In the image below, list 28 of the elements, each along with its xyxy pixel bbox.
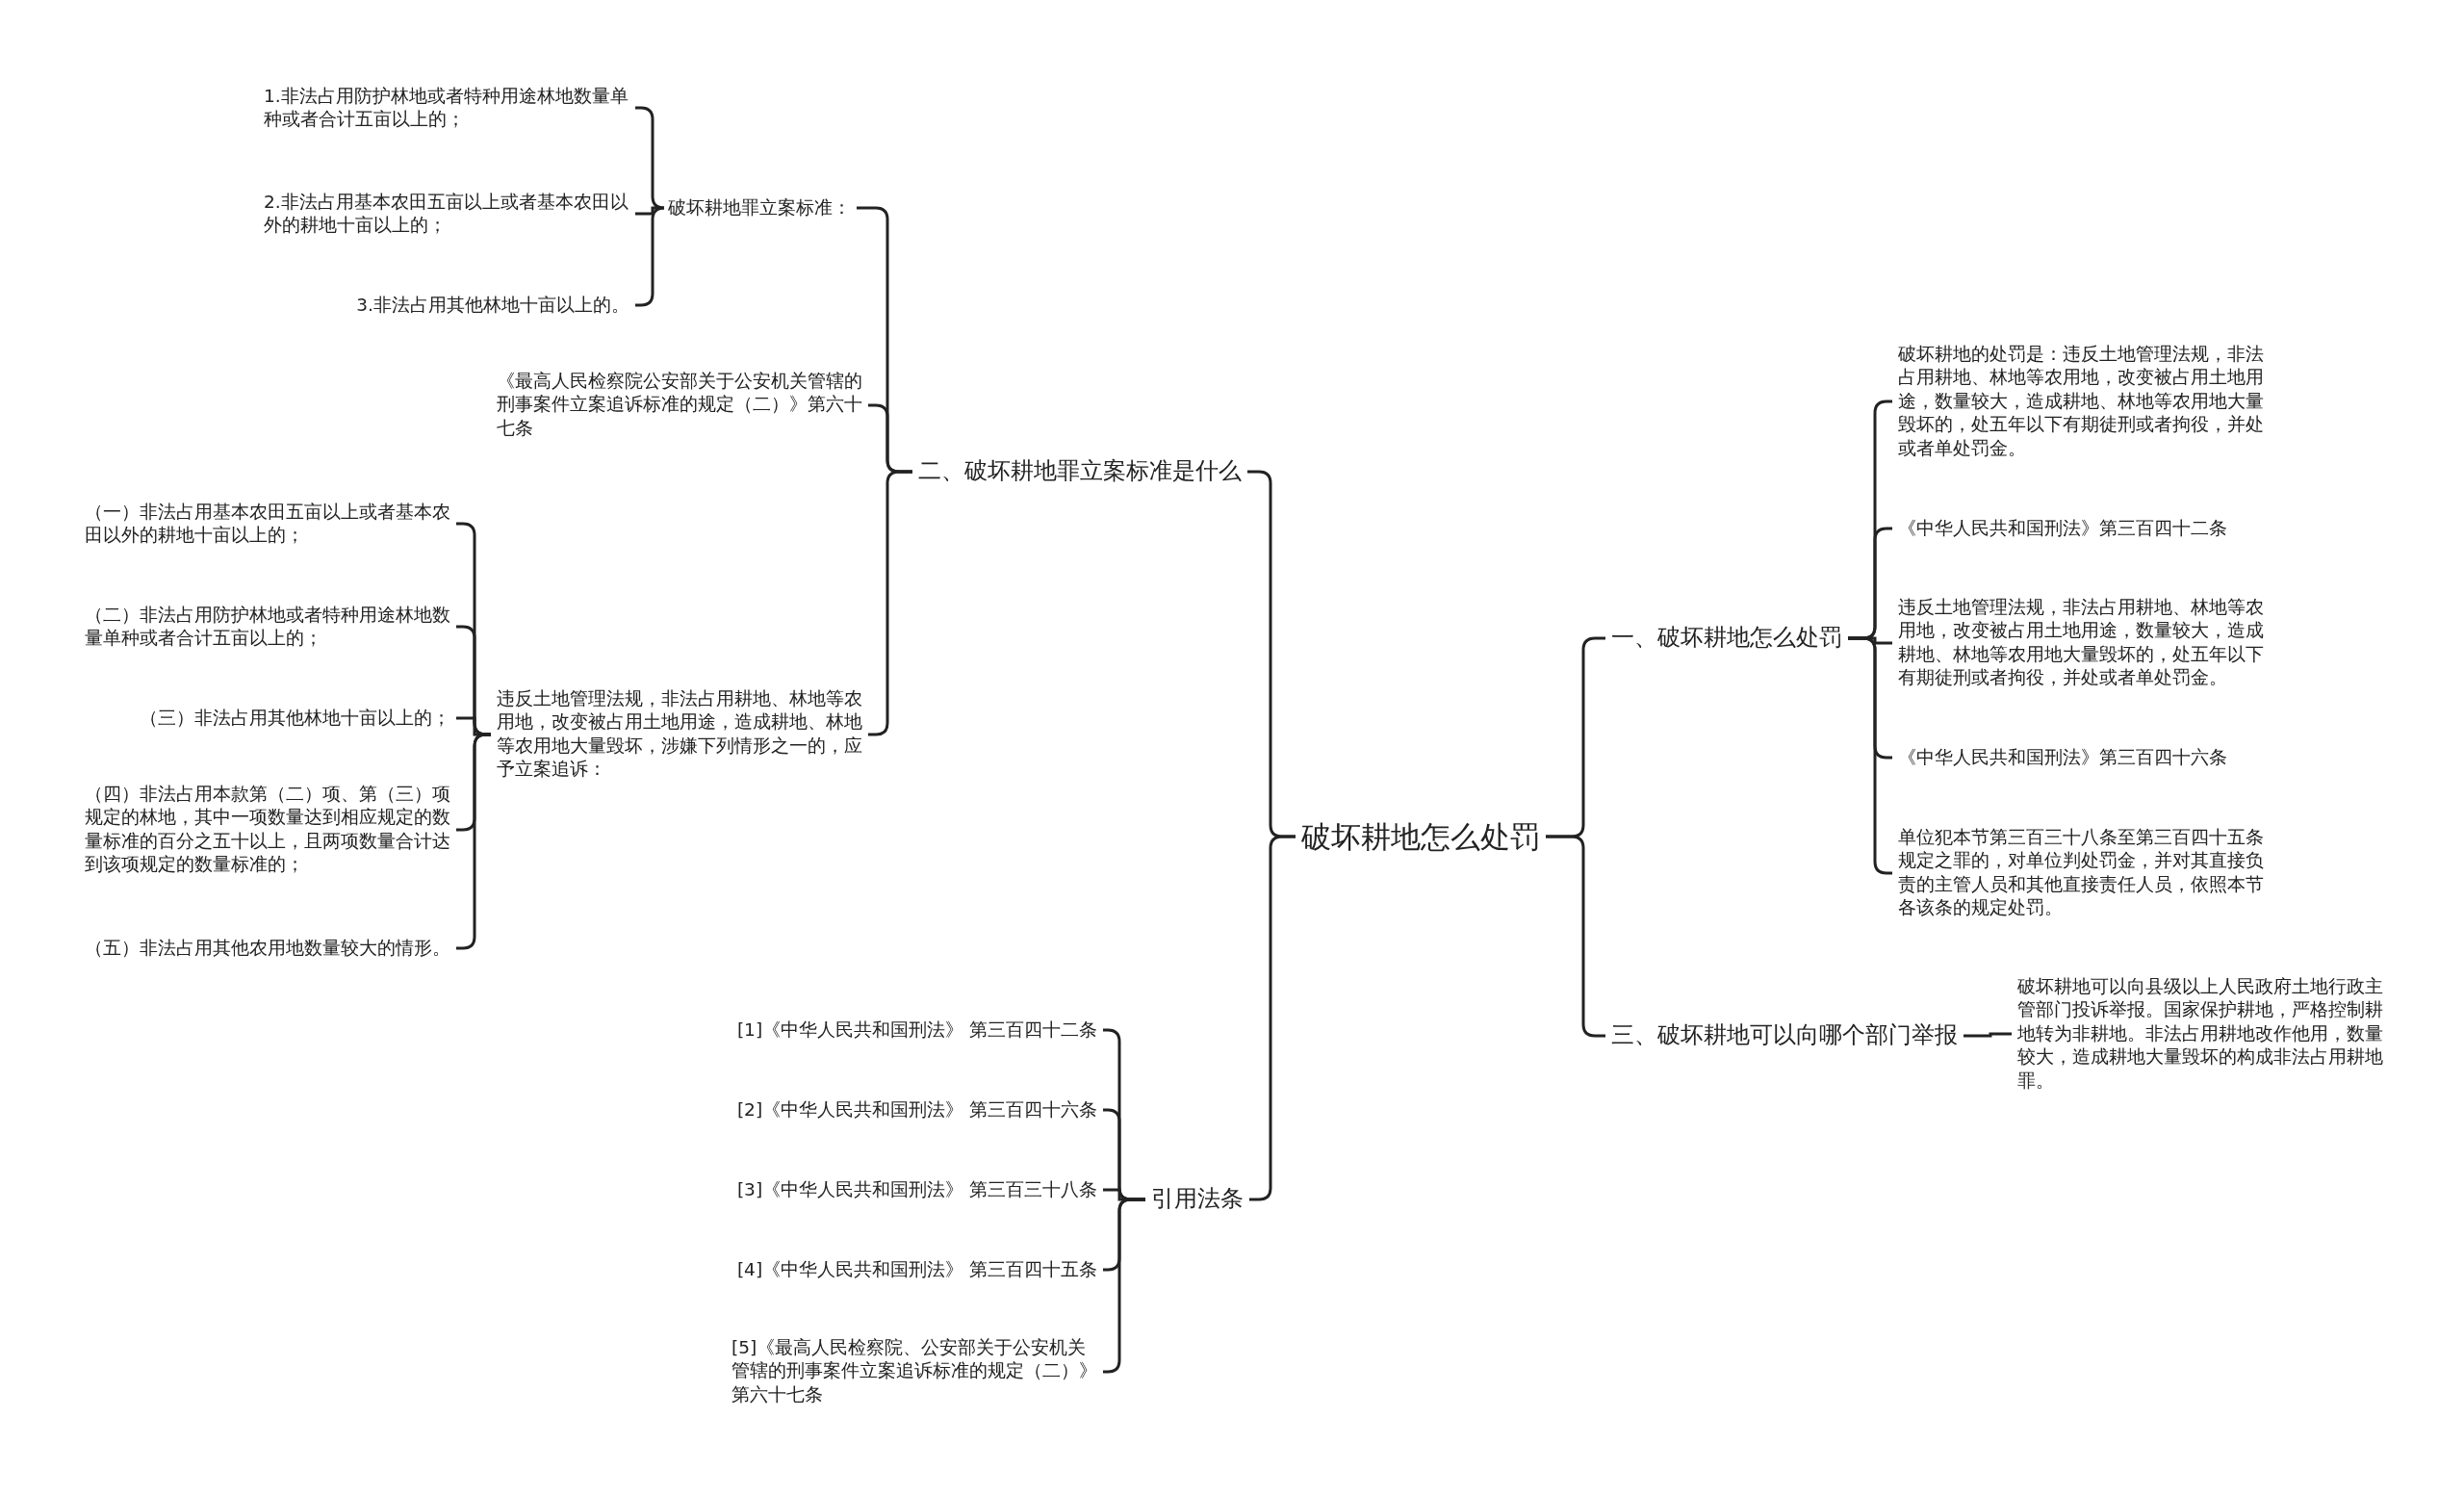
leaf-topic: （二）非法占用防护林地或者特种用途林地数量单种或者合计五亩以上的； [79, 603, 456, 651]
leaf-topic: 单位犯本节第三百三十八条至第三百四十五条规定之罪的，对单位判处罚金，并对其直接负责的主管人员和其他直接责任人员，依照本节各该条的规定处罚。 [1892, 826, 2270, 920]
leaf-topic: 《最高人民检察院公安部关于公安机关管辖的刑事案件立案追诉标准的规定（二）》第六十七条 [491, 370, 868, 441]
leaf-topic: （一）非法占用基本农田五亩以上或者基本农田以外的耕地十亩以上的； [79, 500, 456, 548]
leaf-topic: [3]《中华人民共和国刑法》 第三百三十八条 [731, 1177, 1103, 1202]
leaf-topic: 《中华人民共和国刑法》第三百四十六条 [1892, 745, 2233, 770]
leaf-topic: （三）非法占用其他林地十亩以上的； [134, 706, 456, 731]
central-topic: 破坏耕地怎么处罚 [1296, 816, 1546, 857]
connector-line [1964, 1032, 2012, 1038]
leaf-topic: 《中华人民共和国刑法》第三百四十二条 [1892, 516, 2233, 541]
leaf-topic: 破坏耕地可以向县级以上人民政府土地行政主管部门投诉举报。国家保护耕地，严格控制耕地转为非耕地。非法占用耕地改作他用，数量较大，造成耕地大量毁坏的构成非法占用耕地罪。 [2012, 975, 2389, 1093]
branch-topic: 三、破坏耕地可以向哪个部门举报 [1605, 1020, 1964, 1051]
leaf-topic: 3.非法占用其他林地十亩以上的。 [350, 293, 635, 318]
leaf-topic: （四）非法占用本款第（二）项、第（三）项规定的林地，其中一项数量达到相应规定的数量标准的百分之五十以上，且两项数量合计达到该项规定的数量标准的； [79, 783, 456, 877]
leaf-topic: （五）非法占用其他农用地数量较大的情形。 [79, 936, 456, 961]
leaf-topic: 违反土地管理法规，非法占用耕地、林地等农用地，改变被占用土地用途，造成耕地、林地等农用地大量毁坏，涉嫌下列情形之一的，应予立案追诉： [491, 687, 868, 782]
leaf-topic: [1]《中华人民共和国刑法》 第三百四十二条 [731, 1018, 1103, 1043]
leaf-topic: [4]《中华人民共和国刑法》 第三百四十五条 [731, 1257, 1103, 1282]
leaf-topic: 破坏耕地罪立案标准： [662, 195, 857, 220]
leaf-topic: 2.非法占用基本农田五亩以上或者基本农田以外的耕地十亩以上的； [258, 190, 635, 238]
leaf-topic: 违反土地管理法规，非法占用耕地、林地等农用地，改变被占用土地用途，数量较大，造成耕地、林地等农用地大量毁坏的，处五年以下有期徒刑或者拘役，并处或者单处罚金。 [1892, 596, 2270, 690]
leaf-topic: [5]《最高人民检察院、公安部关于公安机关管辖的刑事案件立案追诉标准的规定（二）》第六十七条 [726, 1336, 1103, 1407]
branch-topic: 二、破坏耕地罪立案标准是什么 [912, 456, 1247, 487]
leaf-topic: 破坏耕地的处罚是：违反土地管理法规，非法占用耕地、林地等农用地，改变被占用土地用途，数量较大，造成耕地、林地等农用地大量毁坏的，处五年以下有期徒刑或者拘役，并处或者单处罚金。 [1892, 343, 2270, 460]
branch-topic: 一、破坏耕地怎么处罚 [1605, 623, 1848, 654]
leaf-topic: 1.非法占用防护林地或者特种用途林地数量单种或者合计五亩以上的； [258, 84, 635, 132]
leaf-topic: [2]《中华人民共和国刑法》 第三百四十六条 [731, 1097, 1103, 1122]
branch-topic: 引用法条 [1145, 1184, 1249, 1215]
